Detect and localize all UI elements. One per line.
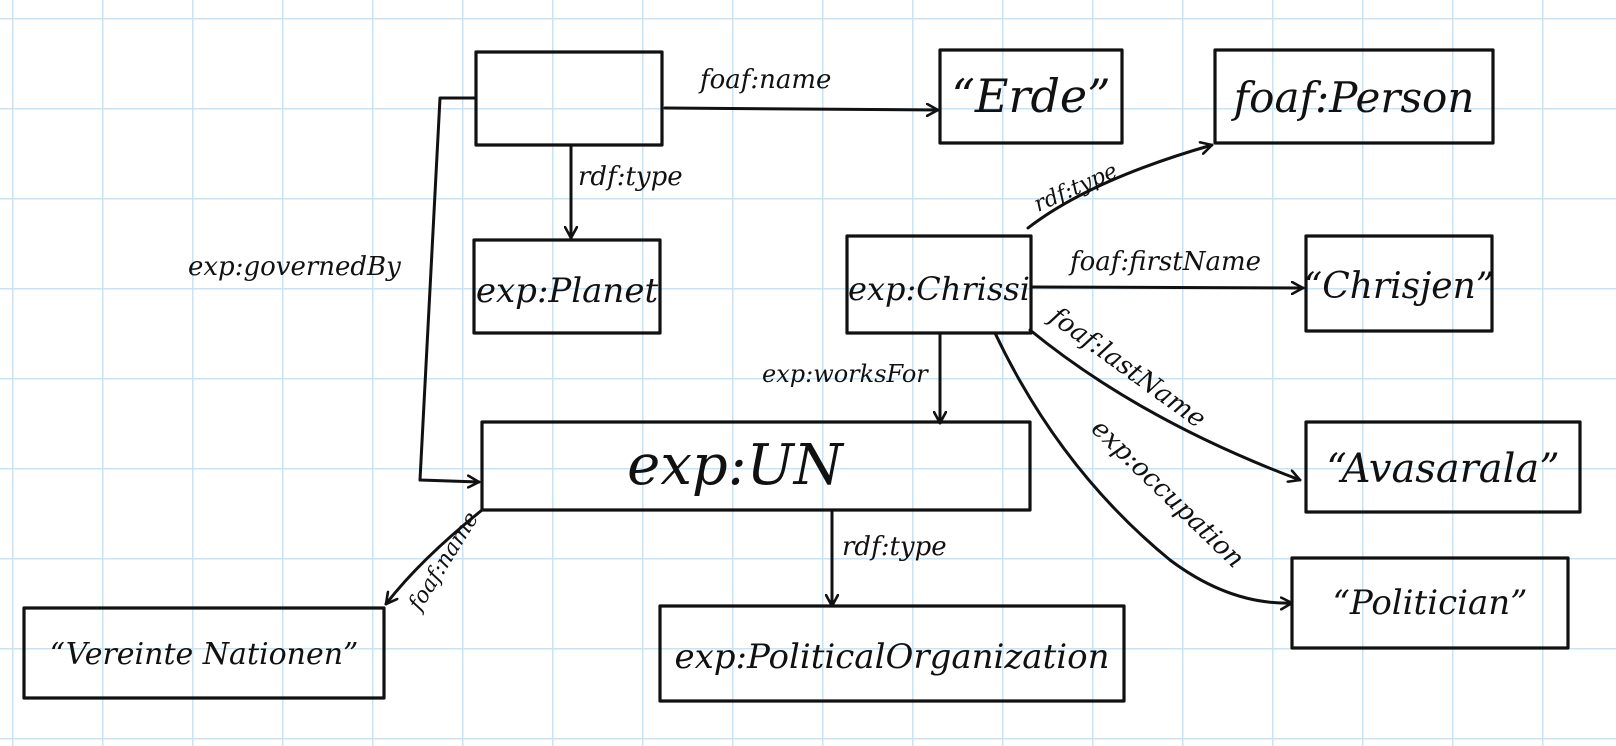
node-erde-label: “Erde”	[951, 69, 1110, 123]
node-politician: “Politician”	[1290, 556, 1570, 650]
edge-label-blank-type: rdf:type	[578, 162, 683, 192]
edge-label-un-name: foaf:name	[403, 508, 484, 617]
node-vereinte-nationen-label: “Vereinte Nationen”	[50, 637, 359, 672]
node-vereinte-nationen: “Vereinte Nationen”	[22, 606, 386, 700]
node-exp-planet-label: exp:Planet	[476, 271, 659, 311]
edge-blank-name: foaf:name	[663, 65, 940, 110]
node-chrisjen: “Chrisjen”	[1304, 234, 1494, 333]
edge-label-blank-name: foaf:name	[698, 65, 831, 95]
node-avasarala: “Avasarala”	[1304, 420, 1582, 514]
edge-blank-type: rdf:type	[571, 143, 683, 240]
node-exp-un: exp:UN	[480, 420, 1032, 512]
node-exp-chrissi: exp:Chrissi	[845, 234, 1033, 335]
edge-label-last-name: foaf:lastName	[1042, 300, 1211, 434]
node-political-org: exp:PoliticalOrganization	[658, 604, 1126, 703]
node-chrisjen-label: “Chrisjen”	[1304, 266, 1494, 307]
node-politician-label: “Politician”	[1332, 583, 1527, 623]
node-erde: “Erde”	[938, 48, 1124, 145]
edge-governed-by: exp:governedBy	[188, 96, 481, 482]
edge-label-works-for: exp:worksFor	[762, 360, 929, 388]
edge-chrissi-type: rdf:type	[1026, 145, 1214, 230]
node-political-org-label: exp:PoliticalOrganization	[675, 637, 1110, 677]
edge-label-chrissi-type: rdf:type	[1030, 159, 1121, 218]
node-avasarala-label: “Avasarala”	[1326, 446, 1559, 492]
node-exp-chrissi-label: exp:Chrissi	[848, 270, 1030, 308]
edge-works-for: exp:worksFor	[762, 333, 940, 425]
node-blank	[474, 50, 664, 147]
edge-label-occupation: exp:occupation	[1085, 413, 1250, 574]
edge-label-un-type: rdf:type	[842, 532, 947, 562]
node-exp-un-label: exp:UN	[627, 433, 845, 498]
edge-un-type: rdf:type	[832, 508, 947, 608]
edge-last-name: foaf:lastName	[1028, 300, 1302, 480]
edge-label-governed-by: exp:governedBy	[188, 252, 401, 282]
node-foaf-person-label: foaf:Person	[1231, 73, 1475, 122]
edge-first-name: foaf:firstName	[1030, 247, 1305, 288]
node-exp-planet: exp:Planet	[472, 238, 662, 335]
node-foaf-person: foaf:Person	[1213, 48, 1495, 145]
edge-un-name: foaf:name	[384, 508, 484, 617]
edge-label-first-name: foaf:firstName	[1068, 247, 1261, 277]
